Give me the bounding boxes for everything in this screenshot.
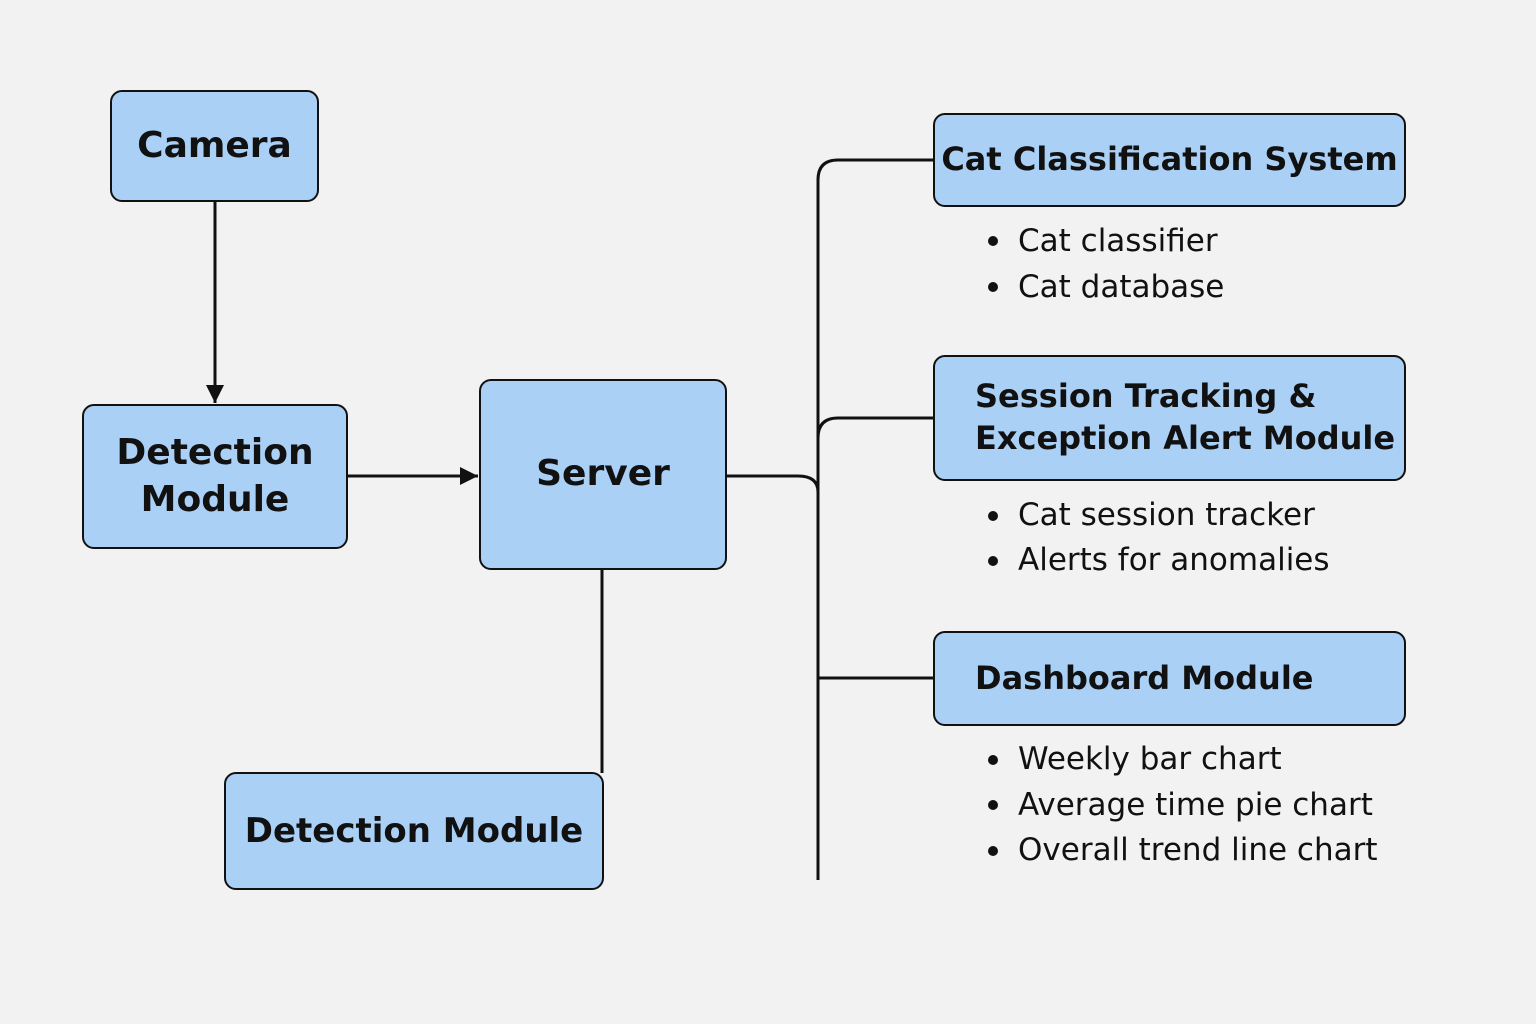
line-bus-to-session-tracking — [816, 416, 934, 439]
dashboard-node: Dashboard Module — [933, 631, 1406, 726]
detail-item: Average time pie chart — [984, 783, 1378, 829]
vertical-bus-line — [816, 158, 934, 880]
dashboard-label: Dashboard Module — [975, 658, 1314, 697]
cat-classification-label: Cat Classification System — [941, 140, 1398, 179]
detection-module-node: Detection Module — [82, 404, 348, 549]
server-node: Server — [479, 379, 727, 570]
detail-item: Overall trend line chart — [984, 828, 1378, 874]
server-label: Server — [536, 453, 670, 495]
camera-label: Camera — [137, 124, 292, 166]
cat-classification-details: Cat classifier Cat database — [984, 218, 1224, 310]
detail-item: Cat classifier — [984, 218, 1224, 264]
detail-item: Weekly bar chart — [984, 737, 1378, 783]
session-tracking-details: Cat session tracker Alerts for anomalies — [984, 493, 1330, 583]
detection-module-label: Detection Module — [116, 431, 314, 520]
detection-module-bottom-node: Detection Module — [224, 772, 604, 890]
detail-item: Cat database — [984, 264, 1224, 310]
detail-item: Cat session tracker — [984, 493, 1330, 538]
cat-classification-node: Cat Classification System — [933, 113, 1406, 207]
detection-module-bottom-label: Detection Module — [244, 810, 584, 851]
line-server-to-bus — [727, 474, 820, 493]
detail-item: Alerts for anomalies — [984, 538, 1330, 583]
session-tracking-label: Session Tracking & Exception Alert Modul… — [975, 377, 1396, 457]
session-tracking-node: Session Tracking & Exception Alert Modul… — [933, 355, 1406, 481]
dashboard-details: Weekly bar chart Average time pie chart … — [984, 737, 1378, 874]
camera-node: Camera — [110, 90, 319, 202]
